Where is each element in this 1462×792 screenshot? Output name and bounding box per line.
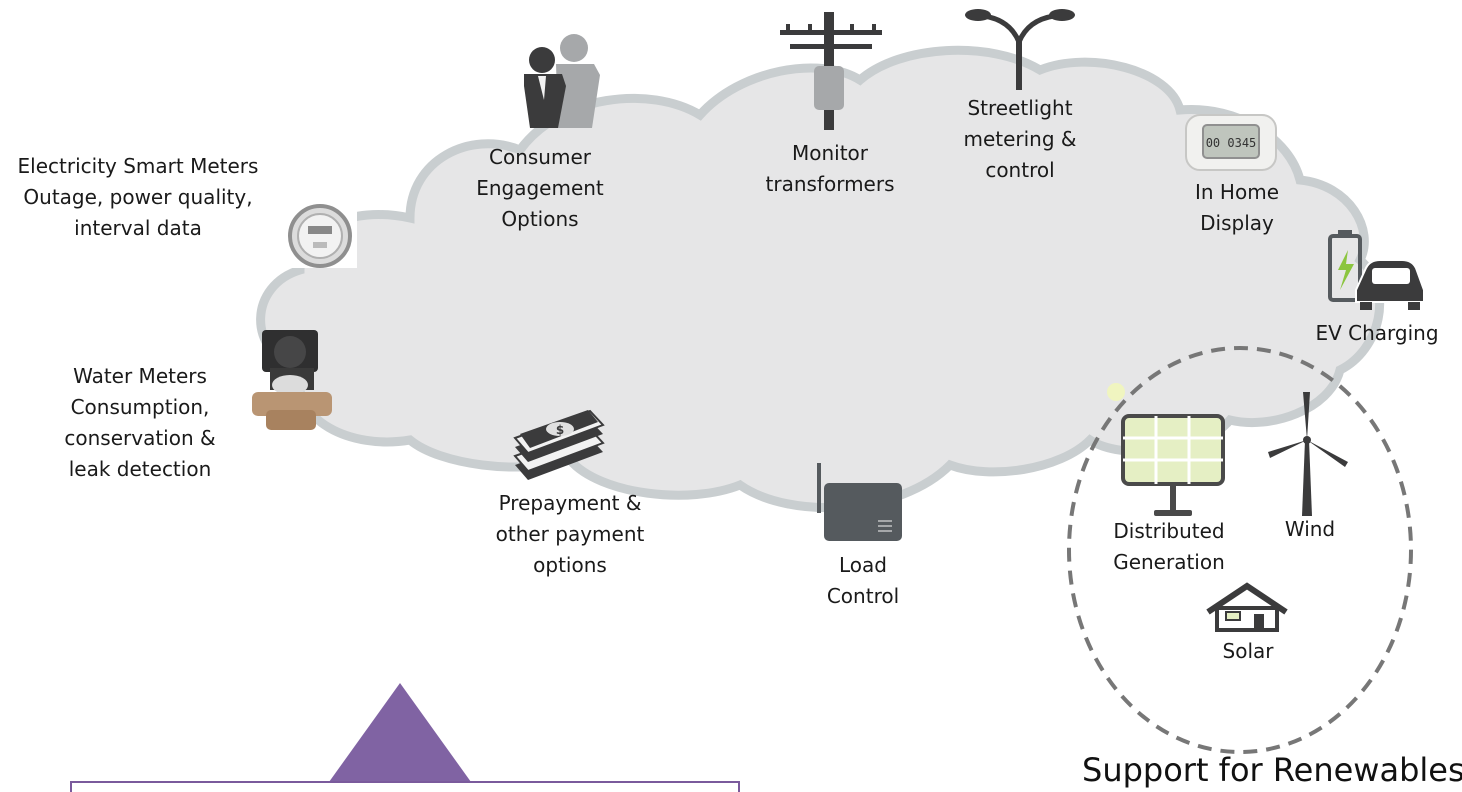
ev-charging-icon bbox=[1328, 230, 1425, 310]
utility-pole-icon bbox=[780, 12, 882, 130]
streetlight-line-1: Streetlight bbox=[967, 96, 1073, 120]
solar-line-1: Solar bbox=[1222, 639, 1274, 663]
water-meters-line-3: conservation & bbox=[64, 426, 216, 450]
people-icon bbox=[524, 34, 600, 128]
water-meters-line-1: Water Meters bbox=[73, 364, 207, 388]
consumer-engagement-line-2: Engagement bbox=[476, 176, 604, 200]
electricity-meters-line-1: Electricity Smart Meters bbox=[17, 154, 259, 178]
load-control-line-1: Load bbox=[839, 553, 887, 577]
sun-icon bbox=[1107, 383, 1125, 401]
label-streetlight: Streetlight metering & control bbox=[940, 93, 1100, 186]
streetlight-line-3: control bbox=[985, 158, 1055, 182]
purple-triangle bbox=[329, 683, 471, 782]
money-stack-icon: $ bbox=[513, 409, 605, 480]
label-distributed-generation: Distributed Generation bbox=[1096, 516, 1242, 578]
water-meter-icon bbox=[252, 330, 332, 430]
solar-panel-icon bbox=[1121, 414, 1225, 516]
renewables-title: Support for Renewables bbox=[1082, 751, 1462, 789]
electricity-meters-line-3: interval data bbox=[74, 216, 202, 240]
consumer-engagement-line-1: Consumer bbox=[489, 145, 591, 169]
wind-turbine-icon bbox=[1268, 392, 1348, 516]
streetlight-icon bbox=[965, 9, 1075, 90]
distributed-generation-line-1: Distributed bbox=[1113, 519, 1225, 543]
label-electricity-meters: Electricity Smart Meters Outage, power q… bbox=[0, 151, 276, 244]
load-control-device-icon bbox=[817, 463, 902, 541]
water-meters-line-2: Consumption, bbox=[70, 395, 210, 419]
label-consumer-engagement: Consumer Engagement Options bbox=[460, 142, 620, 235]
in-home-display-line-1: In Home bbox=[1195, 180, 1279, 204]
meter-icon bbox=[283, 204, 357, 268]
label-solar: Solar bbox=[1206, 636, 1290, 667]
renewables-ellipse bbox=[1067, 346, 1413, 754]
water-meters-line-4: leak detection bbox=[68, 457, 212, 481]
label-wind: Wind bbox=[1270, 514, 1350, 545]
house-icon bbox=[1206, 582, 1288, 632]
label-monitor-transformers: Monitor transformers bbox=[740, 138, 920, 200]
label-water-meters: Water Meters Consumption, conservation &… bbox=[40, 361, 240, 485]
label-load-control: Load Control bbox=[800, 550, 926, 612]
label-in-home-display: In Home Display bbox=[1167, 177, 1307, 239]
wind-line-1: Wind bbox=[1284, 517, 1336, 541]
load-control-line-2: Control bbox=[826, 584, 900, 608]
in-home-display-icon: 00 0345 bbox=[1185, 114, 1277, 171]
svg-text:$: $ bbox=[556, 423, 564, 437]
label-ev-charging: EV Charging bbox=[1304, 318, 1450, 349]
prepayment-line-3: options bbox=[533, 553, 607, 577]
prepayment-line-2: other payment bbox=[495, 522, 645, 546]
monitor-transformers-line-1: Monitor bbox=[791, 141, 869, 165]
cloud-shape bbox=[256, 45, 1385, 513]
ev-charging-line-1: EV Charging bbox=[1315, 321, 1439, 345]
bottom-box bbox=[70, 781, 740, 792]
consumer-engagement-line-3: Options bbox=[501, 207, 579, 231]
in-home-display-line-2: Display bbox=[1200, 211, 1274, 235]
electricity-meters-line-2: Outage, power quality, bbox=[23, 185, 253, 209]
distributed-generation-line-2: Generation bbox=[1113, 550, 1225, 574]
streetlight-line-2: metering & bbox=[963, 127, 1077, 151]
label-prepayment: Prepayment & other payment options bbox=[470, 488, 670, 581]
prepayment-line-1: Prepayment & bbox=[498, 491, 642, 515]
display-reading: 00 0345 bbox=[1206, 136, 1257, 150]
monitor-transformers-line-2: transformers bbox=[765, 172, 895, 196]
